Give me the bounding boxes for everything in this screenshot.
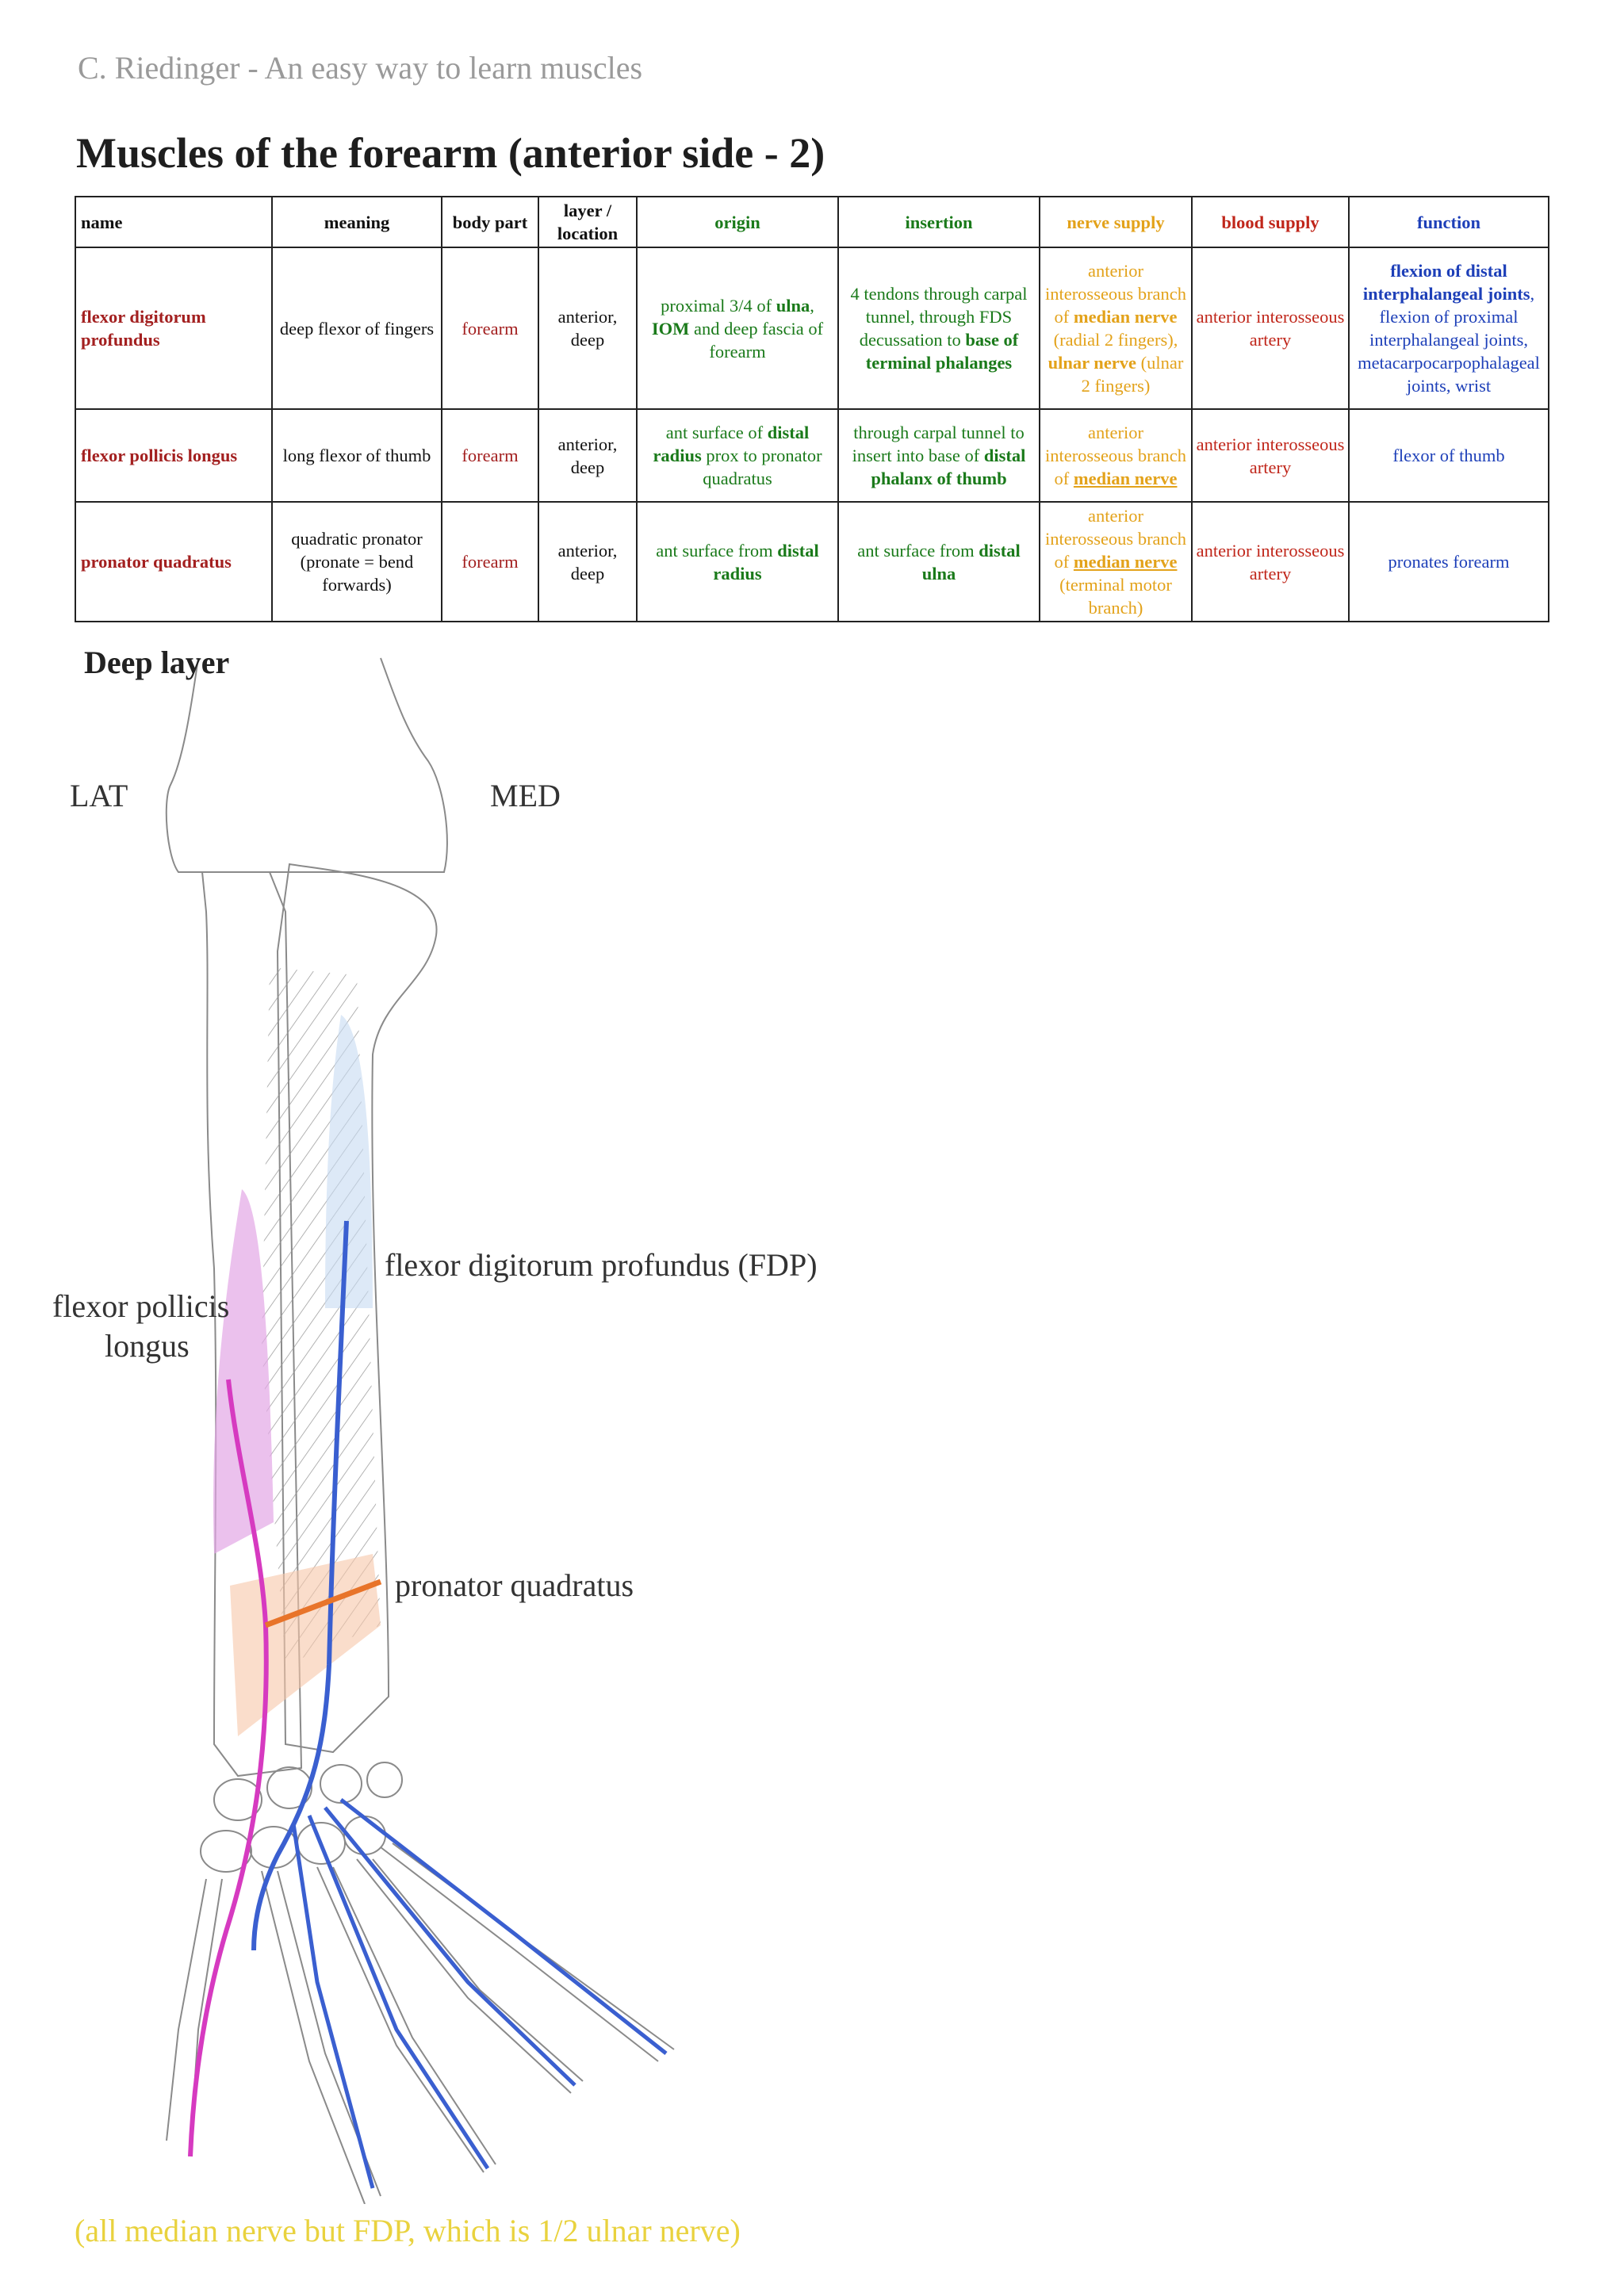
forearm-illustration [165,657,675,2204]
fdp-digital-nerves [291,1798,668,2189]
table-row: flexor pollicis longus long flexor of th… [75,408,1549,503]
muscle-origin: proximal 3/4 of ulna, IOM and deep fasci… [636,247,839,410]
section-label: Deep layer [84,645,230,680]
fdp-muscle-shading [325,1015,373,1308]
muscle-layer: anterior, deep [538,501,638,622]
muscle-blood-supply: anterior interosseous artery [1191,408,1350,503]
muscle-insertion: through carpal tunnel to insert into bas… [837,408,1040,503]
column-header-origin: origin [636,196,839,248]
muscle-body-part: forearm [441,247,539,410]
muscle-table: name meaning body part layer / location … [75,196,1549,622]
muscle-function: flexor of thumb [1348,408,1549,503]
muscle-name: pronator quadratus [81,552,232,572]
page-title: Muscles of the forearm (anterior side - … [76,129,825,177]
column-header-layer: layer / location [538,196,638,248]
muscle-nerve-supply: anterior interosseous branch of median n… [1039,247,1193,410]
table-row: pronator quadratus quadratic pronator (p… [75,501,1549,622]
carpal-bones [200,1762,403,1873]
med-label: MED [490,778,561,813]
hand-bones [166,1843,675,2204]
muscle-function: flexion of distal interphalangeal joints… [1348,247,1549,410]
column-header-name: name [75,196,273,248]
radius-outline [201,871,303,1777]
table-row: flexor digitorum profundus deep flexor o… [75,247,1549,410]
muscle-name: flexor digitorum profundus [81,307,206,350]
muscle-origin: ant surface of distal radius prox to pro… [636,408,839,503]
muscle-body-part: forearm [441,501,539,622]
muscle-layer: anterior, deep [538,408,638,503]
page-header: C. Riedinger - An easy way to learn musc… [78,50,643,86]
pq-muscle-shading [230,1554,381,1736]
humerus-outline [165,657,448,873]
column-header-function: function [1348,196,1549,248]
muscle-insertion: 4 tendons through carpal tunnel, through… [837,247,1040,410]
muscle-insertion: ant surface from distal ulna [837,501,1040,622]
pq-nerve [264,1578,382,1628]
lat-label: LAT [70,778,128,813]
fpl-label-line2: longus [105,1328,190,1364]
fpl-nerve [188,1379,269,2157]
fdp-label: flexor digitorum profundus (FDP) [385,1247,818,1283]
pq-label: pronator quadratus [395,1567,634,1603]
muscle-meaning: long flexor of thumb [271,408,442,503]
column-header-body-part: body part [441,196,539,248]
ulna-outline [276,863,438,1754]
column-header-nerve-supply: nerve supply [1039,196,1193,248]
muscle-blood-supply: anterior interosseous artery [1191,247,1350,410]
footnote: (all median nerve but FDP, which is 1/2 … [75,2213,741,2248]
column-header-blood-supply: blood supply [1191,196,1350,248]
column-header-insertion: insertion [837,196,1040,248]
muscle-layer: anterior, deep [538,247,638,410]
muscle-function: pronates forearm [1348,501,1549,622]
fdp-median-nerve [251,1220,349,1951]
muscle-blood-supply: anterior interosseous artery [1191,501,1350,622]
muscle-body-part: forearm [441,408,539,503]
fpl-muscle-shading [213,1189,274,1554]
table-header-row: name meaning body part layer / location … [75,196,1549,248]
muscle-nerve-supply: anterior interosseous branch of median n… [1039,408,1193,503]
muscle-origin: ant surface from distal radius [636,501,839,622]
muscle-meaning: quadratic pronator (pronate = bend forwa… [271,501,442,622]
muscle-nerve-supply: anterior interosseous branch of median n… [1039,501,1193,622]
muscle-name: flexor pollicis longus [81,446,238,465]
column-header-meaning: meaning [271,196,442,248]
muscle-meaning: deep flexor of fingers [271,247,442,410]
fpl-label-line1: flexor pollicis [52,1288,230,1324]
